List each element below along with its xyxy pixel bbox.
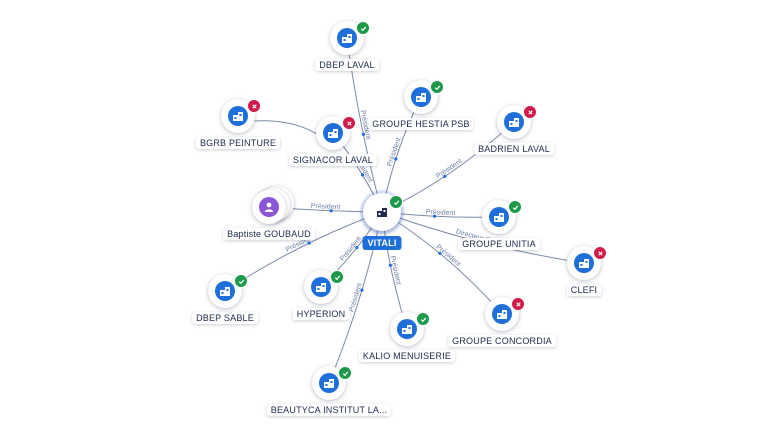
person-icon bbox=[259, 197, 279, 217]
building-icon bbox=[489, 207, 509, 227]
node-label[interactable]: Baptiste GOUBAUD bbox=[223, 228, 315, 240]
status-ok-icon bbox=[430, 80, 444, 94]
status-ok-icon bbox=[389, 195, 403, 209]
status-ok-icon bbox=[234, 274, 248, 288]
node-label[interactable]: GROUPE UNITIA bbox=[458, 238, 540, 250]
edge-label-hyperion: Président bbox=[339, 235, 363, 262]
edge-label-kalio-menuiserie: Président bbox=[389, 255, 402, 285]
node-label[interactable]: BADRIEN LAVAL bbox=[474, 143, 554, 155]
building-icon bbox=[215, 281, 235, 301]
node-circle[interactable] bbox=[208, 274, 242, 308]
edge-dbep-sable bbox=[224, 211, 383, 292]
center-node-label[interactable]: VITALI bbox=[362, 236, 402, 250]
building-icon bbox=[311, 277, 331, 297]
status-ko-icon bbox=[523, 105, 537, 119]
node-label[interactable]: SIGNACOR LAVAL bbox=[289, 154, 377, 166]
node-label[interactable]: DBEP SABLE bbox=[192, 312, 258, 324]
node-label[interactable]: BGRB PEINTURE bbox=[195, 137, 281, 149]
edge-groupe-concordia bbox=[381, 211, 503, 315]
node-circle[interactable] bbox=[252, 190, 286, 224]
edge-arrow-groupe-concordia bbox=[438, 251, 442, 255]
edge-arrow-baptiste-goubaud bbox=[329, 209, 333, 213]
node-circle[interactable] bbox=[221, 99, 255, 133]
building-icon bbox=[228, 106, 248, 126]
node-label[interactable]: GROUPE CONCORDIA bbox=[448, 335, 556, 347]
node-circle[interactable] bbox=[404, 80, 438, 114]
node-label[interactable]: CLEFI bbox=[566, 284, 602, 296]
status-ok-icon bbox=[356, 21, 370, 35]
node-label[interactable]: GROUPE HESTIA PSB bbox=[368, 118, 474, 130]
node-label[interactable]: KALIO MENUISERIE bbox=[358, 350, 456, 362]
edge-dbep-laval bbox=[346, 37, 383, 213]
status-ok-icon bbox=[338, 366, 352, 380]
status-ok-icon bbox=[330, 270, 344, 284]
building-icon bbox=[411, 87, 431, 107]
edge-beautyca bbox=[328, 211, 383, 384]
edge-arrow-groupe-unitia bbox=[432, 214, 437, 218]
edge-arrow-badrien-laval bbox=[443, 174, 447, 179]
building-icon bbox=[504, 112, 524, 132]
status-ko-icon bbox=[511, 297, 525, 311]
edge-bgrb-peinture bbox=[252, 120, 322, 138]
node-circle[interactable] bbox=[485, 297, 519, 331]
node-circle[interactable] bbox=[312, 366, 346, 400]
edge-arrow-signacor-laval bbox=[360, 173, 365, 177]
status-ok-icon bbox=[508, 200, 522, 214]
edge-arrow-groupe-hestia-psb bbox=[394, 157, 398, 161]
node-circle[interactable] bbox=[497, 105, 531, 139]
status-ko-icon bbox=[342, 116, 356, 130]
edge-arrow-hyperion bbox=[355, 246, 359, 250]
edge-arrow-dbep-laval bbox=[361, 132, 365, 136]
edge-label-badrien-laval: Président bbox=[435, 158, 463, 180]
edge-label-baptiste-goubaud: Président bbox=[311, 203, 341, 211]
building-icon bbox=[337, 28, 357, 48]
building-icon bbox=[574, 253, 594, 273]
building-icon bbox=[319, 373, 339, 393]
building-icon bbox=[492, 304, 512, 324]
building-icon bbox=[323, 123, 343, 143]
node-circle[interactable] bbox=[482, 200, 516, 234]
node-circle[interactable] bbox=[304, 270, 338, 304]
status-ok-icon bbox=[416, 312, 430, 326]
edge-arrow-beautyca bbox=[360, 288, 364, 292]
node-label[interactable]: DBEP LAVAL bbox=[315, 59, 379, 71]
edge-arrow-kalio-menuiserie bbox=[388, 263, 392, 267]
status-ko-icon bbox=[593, 246, 607, 260]
node-label[interactable]: HYPERION bbox=[292, 308, 350, 320]
edge-label-groupe-unitia: Président bbox=[426, 209, 456, 217]
edge-label-beautyca: Président bbox=[348, 282, 363, 312]
node-label[interactable]: BEAUTYCA INSTITUT LA... bbox=[266, 404, 392, 416]
building-icon bbox=[397, 319, 417, 339]
status-ko-icon bbox=[247, 99, 261, 113]
edge-arrow-dbep-sable bbox=[307, 241, 311, 245]
